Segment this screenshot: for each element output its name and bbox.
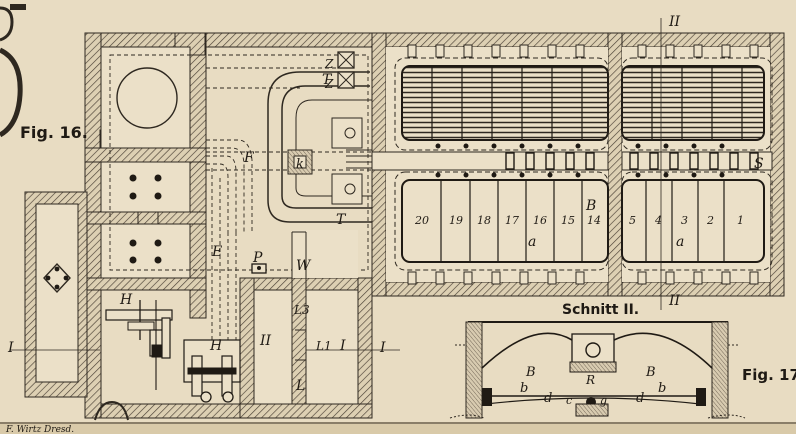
label-h-bottom: H (209, 338, 223, 354)
paper-edge (0, 422, 796, 434)
label-ii-bottom: II (668, 293, 681, 309)
label-sec-b-small-left: b (520, 381, 528, 396)
chamber-number: 17 (505, 214, 519, 227)
lower-rooms (253, 230, 359, 405)
label-i-left: I (7, 340, 14, 356)
shaft-k (287, 117, 372, 205)
label-e: E (211, 244, 222, 260)
label-i-mid: I (339, 338, 346, 354)
label-b-plan: B (585, 198, 596, 214)
boiler-annex (24, 191, 129, 421)
label-sec-b-right: B (645, 365, 656, 380)
label-k: k (296, 157, 304, 172)
label-h-top: H (119, 292, 133, 308)
label-l: L (295, 378, 305, 394)
building-walls (84, 32, 785, 419)
adjacent-figure-fragment (0, 4, 26, 138)
section-title: Schnitt II. (562, 302, 639, 318)
chamber-number: 16 (533, 214, 547, 227)
label-sec-r: R (585, 373, 595, 387)
chamber-number: 19 (449, 214, 463, 227)
label-i-right: I (379, 340, 386, 356)
chamber-numbers: 20 19 18 17 16 15 14 5 4 3 2 1 (414, 214, 744, 227)
chamber-number: 20 (414, 214, 429, 227)
furnace-openings-upper (129, 174, 162, 200)
label-f: F (243, 150, 255, 166)
label-a-right: a (676, 234, 684, 250)
section-ii (449, 321, 746, 419)
label-l1: L1 (315, 339, 332, 353)
label-sec-g: g (600, 394, 607, 407)
label-w: W (296, 258, 312, 274)
chamber-number: 15 (561, 214, 575, 227)
label-sec-d-left: d (544, 391, 552, 406)
engraver-credit: F. Wirtz Dresd. (5, 425, 74, 434)
label-a-left: a (528, 234, 536, 250)
chamber-number: 2 (706, 214, 714, 227)
label-sec-c: c (566, 394, 572, 407)
round-tank (116, 67, 178, 129)
rack-dividers (431, 66, 743, 140)
chamber-number: 18 (477, 214, 491, 227)
chamber-number: 5 (629, 214, 636, 227)
valves-z (337, 51, 355, 89)
label-t-bottom: T (336, 212, 347, 228)
label-t-top: T (322, 72, 333, 88)
label-p: P (252, 250, 263, 266)
fig16-label: Fig. 16. (20, 123, 88, 142)
chamber-dividers (440, 180, 725, 262)
furnace-openings-lower (129, 239, 162, 264)
machinery-h (105, 300, 241, 403)
chamber-number: 14 (587, 214, 601, 227)
label-sec-b-small-right: b (658, 381, 666, 396)
label-sec-b-left: B (525, 365, 536, 380)
chamber-number: 3 (681, 214, 688, 227)
label-z1: Z (324, 57, 334, 71)
fig17-label: Fig. 17. (742, 366, 796, 384)
pump-p (251, 263, 267, 274)
chamber-number: 1 (737, 214, 744, 227)
label-room-ii: II (259, 333, 272, 349)
wall-piers (407, 44, 759, 285)
label-z2: Z (324, 77, 334, 91)
plan-labels: Fig. 16. Fig. 17. Schnitt II. II II T T … (7, 14, 796, 394)
duct-rivets (435, 143, 725, 178)
valve-icon (43, 262, 71, 294)
duct-s-valves (505, 152, 759, 170)
label-sec-d-right: d (636, 391, 644, 406)
label-ii-top: II (668, 14, 681, 30)
left-block-rooms (100, 46, 191, 279)
chamber-number: 4 (654, 214, 662, 227)
chamber-hall (371, 18, 773, 310)
label-l3: L3 (293, 303, 310, 317)
label-s: S (754, 156, 764, 172)
section-labels: B B R b b d d c g (520, 365, 666, 407)
